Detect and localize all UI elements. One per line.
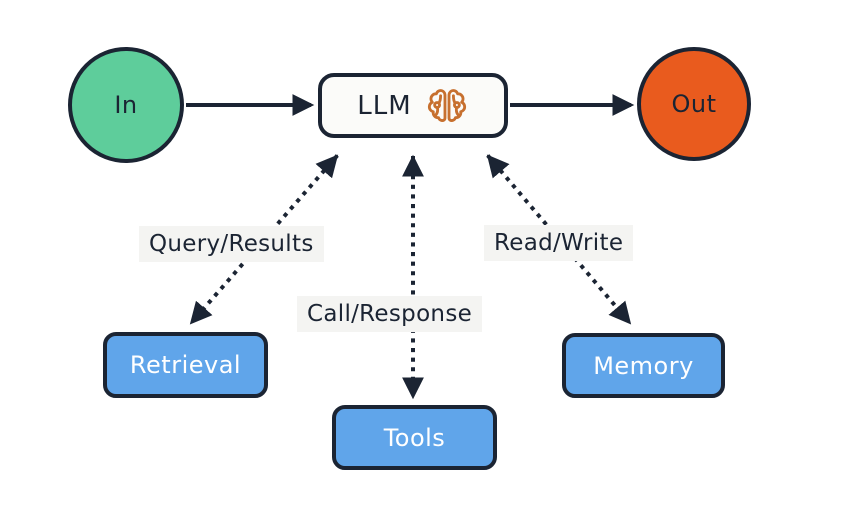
- memory-node: Memory: [562, 333, 725, 398]
- llm-node: LLM: [318, 73, 508, 138]
- edge-label-call-response: Call/Response: [297, 296, 483, 332]
- output-node-label: Out: [671, 90, 717, 118]
- llm-node-label: LLM: [357, 90, 412, 121]
- brain-icon: [427, 89, 466, 122]
- llm-retrieval-edge: [189, 154, 339, 325]
- input-node: In: [68, 47, 184, 163]
- output-node: Out: [637, 47, 751, 161]
- tools-node: Tools: [332, 405, 497, 470]
- input-node-label: In: [114, 91, 138, 119]
- edge-label-read-write: Read/Write: [484, 225, 634, 261]
- retrieval-node-label: Retrieval: [129, 351, 242, 379]
- tools-node-label: Tools: [383, 423, 446, 452]
- edge-label-query-results: Query/Results: [139, 226, 324, 262]
- retrieval-node: Retrieval: [103, 332, 268, 398]
- memory-node-label: Memory: [593, 351, 694, 380]
